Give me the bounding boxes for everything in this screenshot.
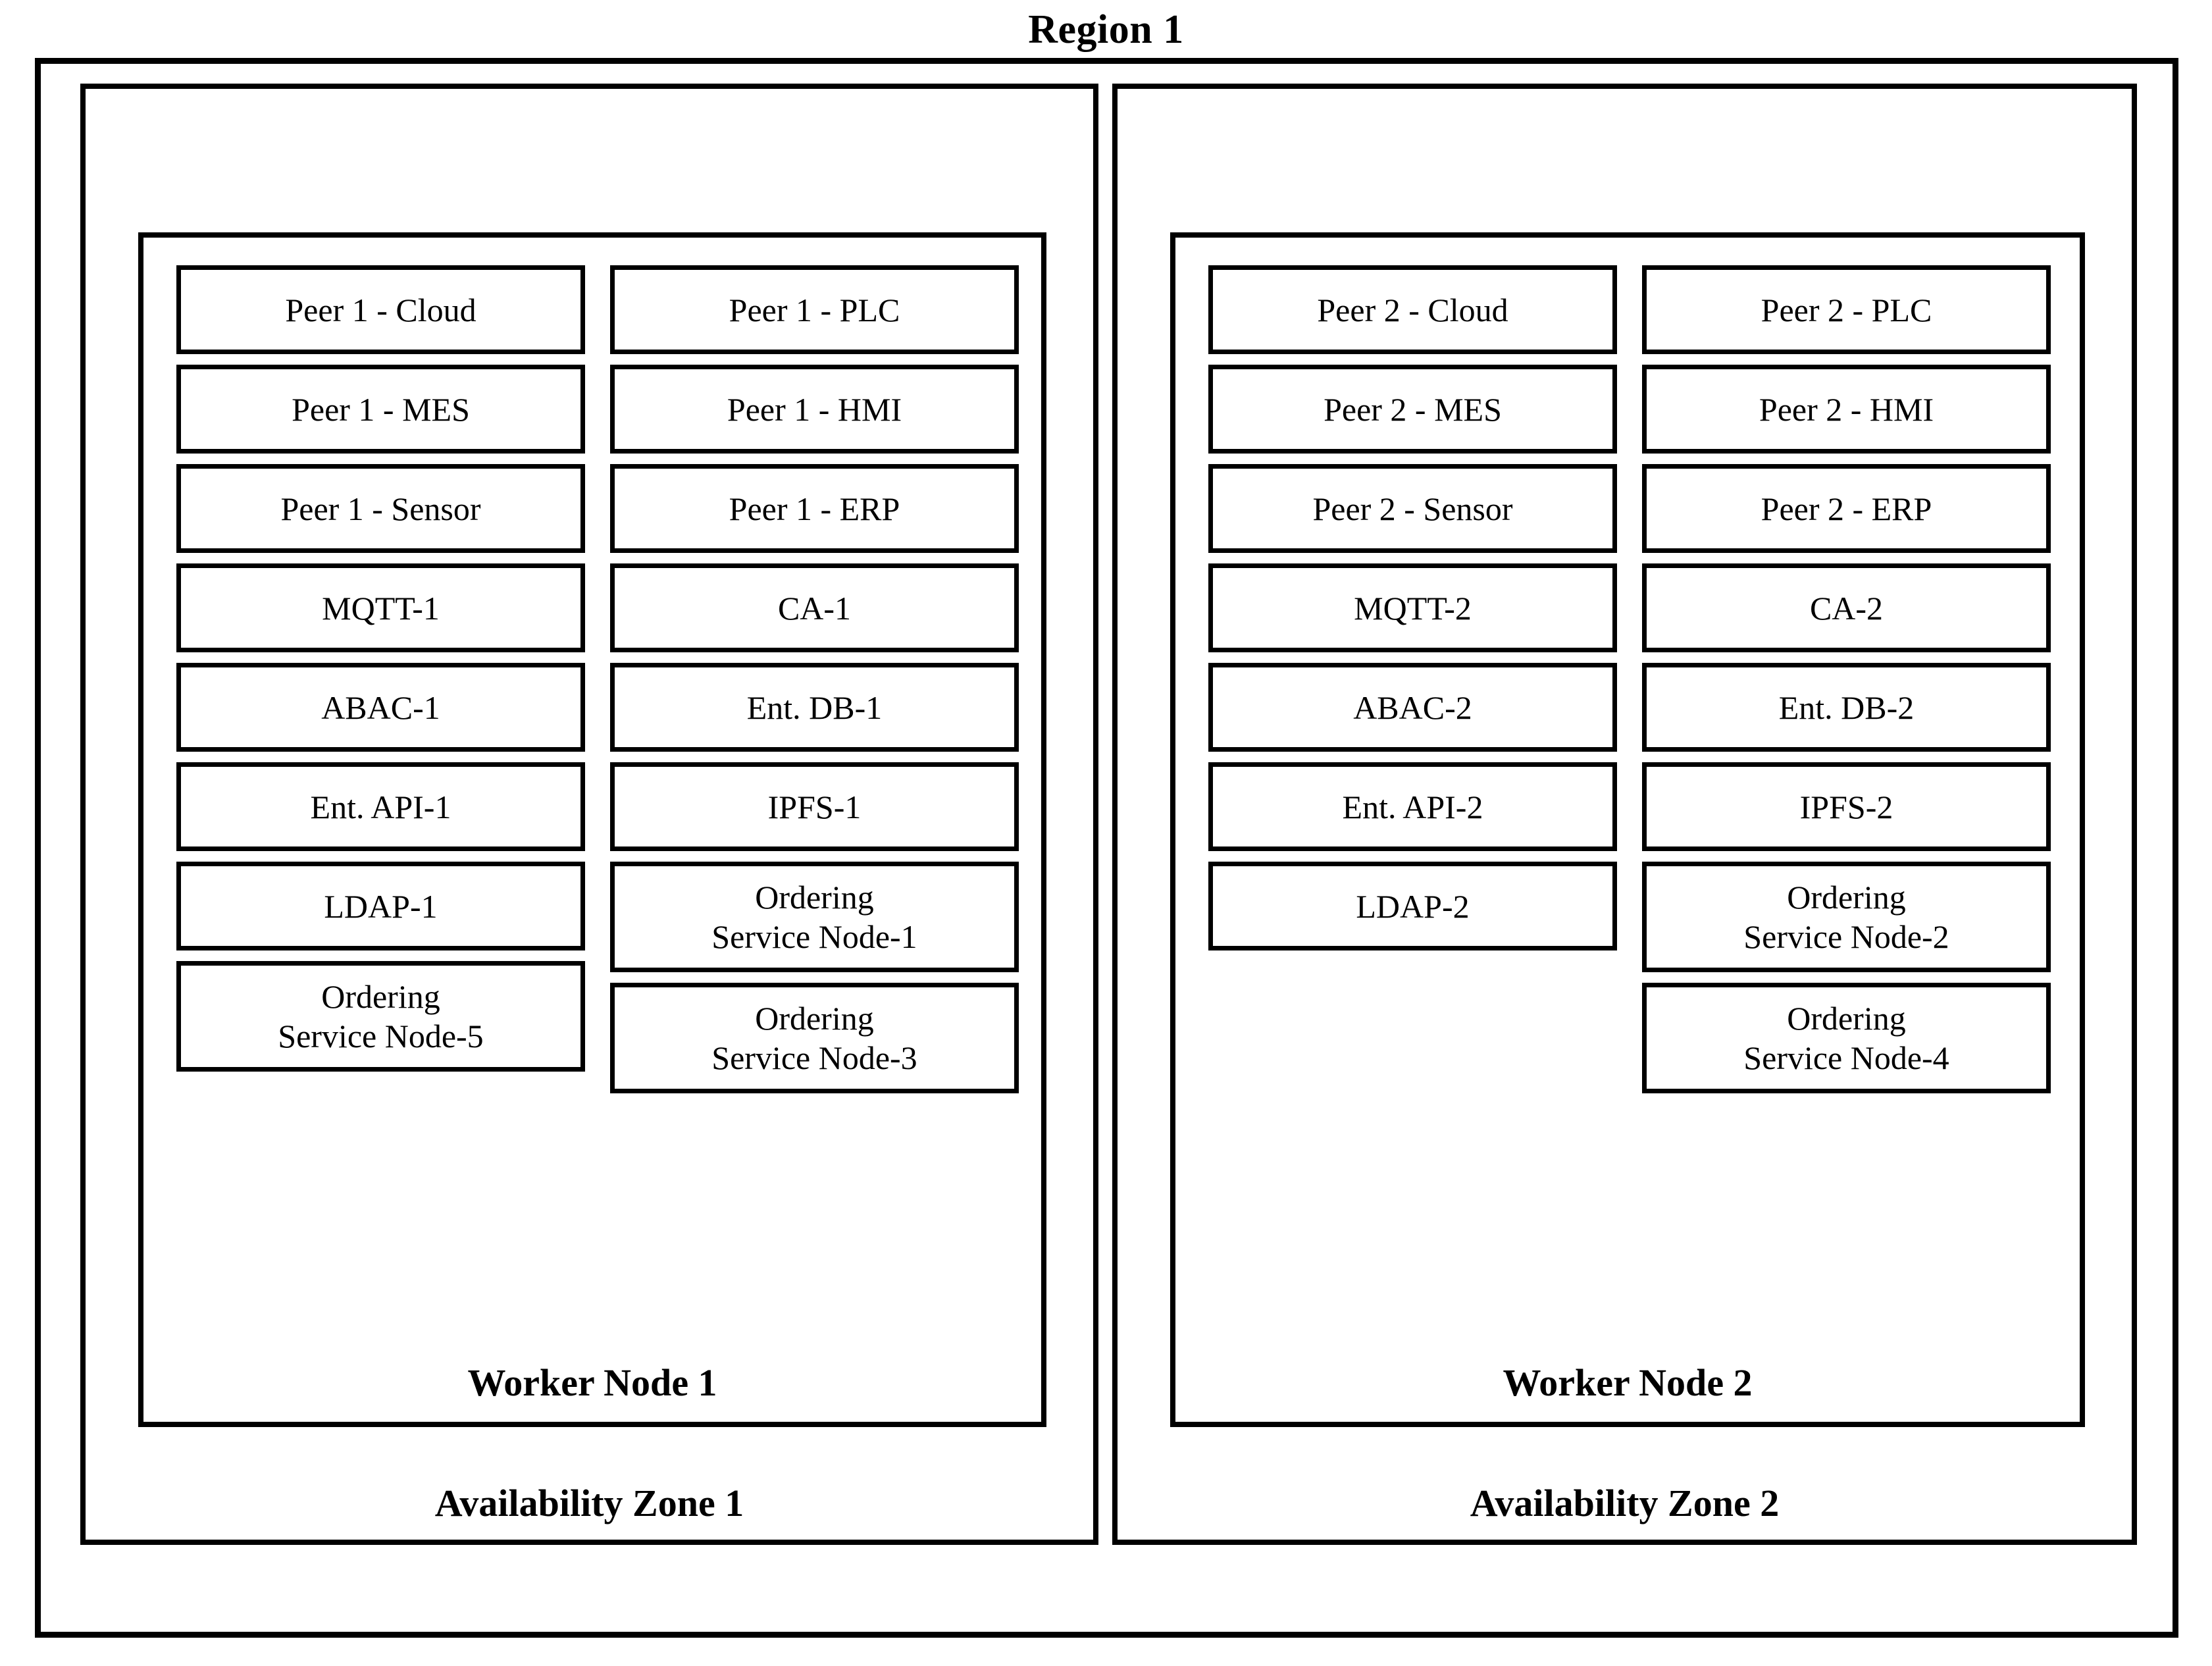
worker-node-1-label: Worker Node 1 — [467, 1361, 717, 1404]
availability-zone-1-label: Availability Zone 1 — [434, 1482, 744, 1524]
service-label-line2: Service Node-1 — [711, 918, 917, 955]
region-title: Region 1 — [1028, 7, 1184, 52]
service-box[interactable]: Ent. API-1 — [176, 762, 585, 851]
service-label: CA-2 — [1809, 589, 1884, 627]
service-column-left-wn2: Peer 2 - Cloud Peer 2 - MES Peer 2 - Sen… — [1208, 265, 1617, 1093]
service-box[interactable]: ABAC-1 — [176, 663, 585, 752]
service-box[interactable]: Peer 2 - MES — [1208, 365, 1617, 454]
service-box[interactable]: Peer 2 - Sensor — [1208, 464, 1617, 553]
service-label: Peer 2 - MES — [1324, 390, 1502, 428]
service-label-line2: Service Node-3 — [711, 1039, 917, 1076]
service-box[interactable]: Peer 1 - Sensor — [176, 464, 585, 553]
service-label: CA-1 — [777, 589, 852, 627]
service-box[interactable]: Ordering Service Node-2 — [1642, 862, 2051, 972]
service-box[interactable]: IPFS-1 — [610, 762, 1019, 851]
service-column-left-wn1: Peer 1 - Cloud Peer 1 - MES Peer 1 - Sen… — [176, 265, 585, 1093]
service-label: Peer 2 - HMI — [1759, 390, 1934, 428]
service-label: Peer 1 - MES — [292, 390, 470, 428]
service-box[interactable]: Peer 1 - MES — [176, 365, 585, 454]
service-box[interactable]: LDAP-1 — [176, 862, 585, 950]
service-box[interactable]: Ordering Service Node-4 — [1642, 983, 2051, 1093]
service-label: Ent. DB-1 — [746, 689, 883, 726]
service-label: ABAC-1 — [321, 689, 440, 726]
service-label: Peer 2 - Sensor — [1312, 490, 1513, 527]
service-label-line1: Ordering — [1787, 1000, 1906, 1037]
availability-zone-2-label: Availability Zone 2 — [1470, 1482, 1780, 1524]
service-box[interactable]: LDAP-2 — [1208, 862, 1617, 950]
service-box[interactable]: CA-2 — [1642, 563, 2051, 652]
service-label-line2: Service Node-2 — [1743, 918, 1949, 955]
service-label-line2: Service Node-4 — [1743, 1039, 1949, 1076]
service-label: LDAP-2 — [1356, 887, 1470, 925]
service-label: Ent. DB-2 — [1778, 689, 1915, 726]
service-box[interactable]: MQTT-1 — [176, 563, 585, 652]
service-box[interactable]: MQTT-2 — [1208, 563, 1617, 652]
service-label: IPFS-2 — [1799, 788, 1893, 825]
service-box[interactable]: Peer 2 - HMI — [1642, 365, 2051, 454]
service-box[interactable]: Peer 2 - ERP — [1642, 464, 2051, 553]
service-label: ABAC-2 — [1353, 689, 1472, 726]
service-box[interactable]: Peer 1 - Cloud — [176, 265, 585, 354]
service-box[interactable]: Ent. DB-2 — [1642, 663, 2051, 752]
worker-node-2-label: Worker Node 2 — [1503, 1361, 1753, 1404]
service-label: Ent. API-1 — [310, 788, 451, 825]
service-label: Peer 1 - ERP — [729, 490, 900, 527]
service-label: Peer 2 - Cloud — [1317, 291, 1508, 328]
service-label-line1: Ordering — [1787, 879, 1906, 916]
service-box[interactable]: Peer 2 - PLC — [1642, 265, 2051, 354]
service-box[interactable]: Peer 1 - HMI — [610, 365, 1019, 454]
worker-node-1: Peer 1 - Cloud Peer 1 - MES Peer 1 - Sen… — [138, 232, 1046, 1427]
service-label: Peer 1 - Sensor — [280, 490, 481, 527]
service-label: LDAP-1 — [324, 887, 438, 925]
service-box[interactable]: Ent. DB-1 — [610, 663, 1019, 752]
service-box[interactable]: IPFS-2 — [1642, 762, 2051, 851]
service-box[interactable]: ABAC-2 — [1208, 663, 1617, 752]
service-label-line1: Ordering — [755, 1000, 874, 1037]
service-box[interactable]: Ordering Service Node-5 — [176, 961, 585, 1072]
service-label: Peer 2 - PLC — [1761, 291, 1932, 328]
service-label: Peer 1 - PLC — [729, 291, 900, 328]
service-box[interactable]: Ordering Service Node-1 — [610, 862, 1019, 972]
service-column-right-wn1: Peer 1 - PLC Peer 1 - HMI Peer 1 - ERP C… — [610, 265, 1019, 1093]
service-label-line1: Ordering — [321, 978, 440, 1015]
service-box[interactable]: Peer 1 - ERP — [610, 464, 1019, 553]
service-grid-worker-node-1: Peer 1 - Cloud Peer 1 - MES Peer 1 - Sen… — [176, 265, 1019, 1093]
service-label: IPFS-1 — [767, 788, 862, 825]
service-column-right-wn2: Peer 2 - PLC Peer 2 - HMI Peer 2 - ERP C… — [1642, 265, 2051, 1093]
worker-node-2: Peer 2 - Cloud Peer 2 - MES Peer 2 - Sen… — [1170, 232, 2085, 1427]
region-container: Peer 1 - Cloud Peer 1 - MES Peer 1 - Sen… — [35, 58, 2178, 1638]
service-label: Peer 1 - HMI — [727, 390, 902, 428]
service-label: Ent. API-2 — [1342, 788, 1483, 825]
availability-zone-1: Peer 1 - Cloud Peer 1 - MES Peer 1 - Sen… — [80, 84, 1098, 1545]
service-label-line2: Service Node-5 — [278, 1018, 484, 1054]
service-box[interactable]: Peer 2 - Cloud — [1208, 265, 1617, 354]
availability-zone-2: Peer 2 - Cloud Peer 2 - MES Peer 2 - Sen… — [1112, 84, 2137, 1545]
service-grid-worker-node-2: Peer 2 - Cloud Peer 2 - MES Peer 2 - Sen… — [1208, 265, 2051, 1093]
service-box[interactable]: CA-1 — [610, 563, 1019, 652]
service-box[interactable]: Ordering Service Node-3 — [610, 983, 1019, 1093]
service-label: Peer 2 - ERP — [1761, 490, 1932, 527]
service-label: MQTT-2 — [1354, 589, 1472, 627]
service-label-line1: Ordering — [755, 879, 874, 916]
service-label: MQTT-1 — [322, 589, 440, 627]
service-box[interactable]: Peer 1 - PLC — [610, 265, 1019, 354]
service-box[interactable]: Ent. API-2 — [1208, 762, 1617, 851]
service-label: Peer 1 - Cloud — [285, 291, 476, 328]
